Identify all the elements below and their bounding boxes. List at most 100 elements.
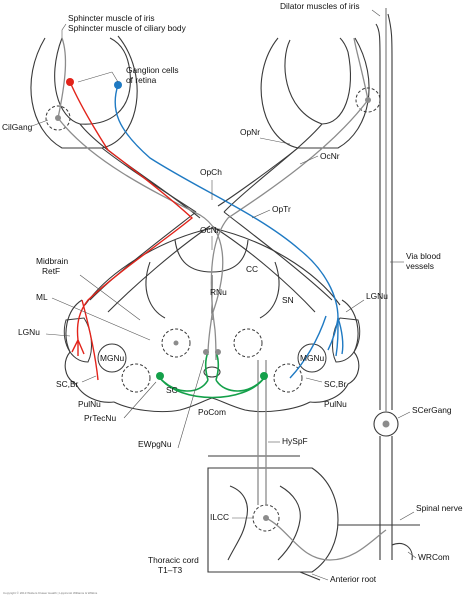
label-prtecnu: PrTecNu	[84, 413, 117, 423]
label-hyspf: HySpF	[282, 436, 308, 446]
label-optr: OpTr	[272, 204, 291, 214]
cerebral-aqueduct	[203, 366, 221, 378]
leader-optr	[251, 209, 271, 219]
right-optic-nerve-outline-a	[223, 123, 323, 213]
red-ganglion-cell-dot	[66, 78, 74, 86]
leader-ocnr-top	[299, 155, 319, 165]
label-midbrain-2: RetF	[42, 266, 61, 276]
leader-cilgang	[31, 119, 49, 127]
label-midbrain-1: Midbrain	[36, 256, 69, 266]
leader-ml	[51, 297, 151, 341]
green-prtecnu-right-dot	[260, 372, 268, 380]
red-to-scbr	[81, 299, 99, 381]
right-optic-tract-outline-a	[223, 211, 333, 301]
label-wrcom: WRCom	[418, 552, 450, 562]
white-ramus	[391, 542, 413, 561]
blue-to-scbr	[289, 315, 327, 379]
left-optic-nerve-outline-a	[79, 123, 201, 219]
ilcc-neuron	[263, 515, 269, 521]
right-sc-dashed	[273, 363, 303, 393]
leader-ganglion-blue	[111, 71, 119, 83]
blue-lgn-branch-1	[327, 317, 339, 351]
label-ewpgnu: EWpgNu	[138, 439, 172, 449]
right-lobe-outline	[309, 299, 360, 403]
leader-spinal-nerve	[399, 511, 415, 521]
retf-neuron	[173, 340, 179, 346]
green-prtecnu-left-dot	[156, 372, 164, 380]
label-cc: CC	[246, 264, 259, 274]
left-sc-dashed	[121, 363, 151, 393]
midbrain-inner-left	[145, 261, 166, 319]
right-optic-tract-outline-b	[211, 225, 316, 313]
leader-ganglion-red	[77, 71, 113, 83]
label-thoracic-1: Thoracic cord	[148, 555, 199, 565]
midbrain-upper-outline	[84, 227, 341, 306]
label-opch: OpCh	[200, 167, 222, 177]
label-ocnr-mid: OcNr	[200, 225, 220, 235]
red-lgn-branch-2	[77, 339, 85, 355]
leader-ewpgnu	[177, 359, 205, 449]
label-rnu: RNu	[210, 287, 227, 297]
red-lgn-branch-1	[71, 339, 79, 353]
ewpgnu-neuron-left	[203, 349, 209, 355]
label-lgnu-left: LGNu	[18, 327, 40, 337]
label-ganglion-cells-1: Ganglion cells	[126, 65, 179, 75]
label-via-blood-2: vessels	[406, 261, 434, 271]
label-mgnu-right: MGNu	[300, 353, 325, 363]
leader-sphincter	[61, 23, 67, 38]
leader-dilator	[371, 9, 381, 17]
left-eye-outline	[30, 35, 138, 149]
leader-wrcom	[407, 551, 417, 559]
scergang-neuron	[382, 420, 390, 428]
gray-ilcc-out	[265, 517, 387, 561]
label-pulnu-right: PulNu	[324, 399, 347, 409]
label-dilator-muscles: Dilator muscles of iris	[280, 1, 360, 11]
midbrain-retf-dashed	[161, 328, 191, 358]
right-mgnu-outline	[297, 343, 327, 373]
label-ganglion-cells-2: of retina	[126, 75, 157, 85]
right-optic-nerve-outline-b	[217, 147, 299, 207]
leader-scbr-left	[81, 375, 97, 383]
ewpgnu-neuron-right	[215, 349, 221, 355]
label-sc: SC	[166, 385, 178, 395]
spinal-gray-right	[277, 485, 301, 561]
label-ilcc: ILCC	[210, 512, 230, 522]
leader-anterior-root	[311, 573, 329, 581]
leader-lgnu-left	[45, 333, 71, 337]
label-pocom: PoCom	[198, 407, 226, 417]
blue-retinal-fiber	[114, 84, 339, 319]
label-sphincter-ciliary: Sphincter muscle of ciliary body	[68, 23, 186, 33]
label-scergang: SCerGang	[412, 405, 452, 415]
green-to-ew-left	[204, 351, 209, 381]
label-mgnu-left: MGNu	[100, 353, 125, 363]
leader-lgnu-right	[345, 299, 365, 313]
leader-midbrain	[79, 274, 141, 321]
ciliary-ganglion-neuron	[55, 115, 61, 121]
leader-scergang	[397, 411, 411, 419]
leader-opnr	[259, 137, 291, 145]
label-scbr-right: SC,Br	[324, 379, 347, 389]
gray-ciliary-out-right	[210, 99, 369, 361]
label-ocnr-top: OcNr	[320, 151, 340, 161]
label-ml: ML	[36, 292, 48, 302]
green-commissure	[159, 377, 265, 399]
left-optic-tract-outline-b	[107, 225, 211, 313]
sympathetic-trunk-left	[375, 23, 381, 410]
midbrain-inner-right	[259, 261, 280, 319]
label-opnr: OpNr	[240, 127, 261, 137]
spinal-cord-outline	[207, 467, 339, 573]
anterior-root-line	[299, 571, 321, 581]
gray-ciliary-fiber-left	[57, 37, 67, 119]
label-via-blood-1: Via blood	[406, 251, 441, 261]
left-mgnu-outline	[97, 343, 127, 373]
label-cilgang: CilGang	[2, 122, 33, 132]
label-spinal-nerve: Spinal nerve	[416, 503, 463, 513]
right-retf-dashed	[233, 328, 263, 358]
gray-ciliary-fiber-right	[353, 37, 369, 101]
red-retinal-fiber	[69, 81, 194, 341]
label-thoracic-2: T1–T3	[158, 565, 183, 575]
left-eye-inner	[54, 37, 131, 125]
leader-scbr-right	[305, 377, 323, 383]
sympathetic-trunk-right	[387, 13, 393, 410]
label-pulnu-left: PulNu	[78, 399, 101, 409]
